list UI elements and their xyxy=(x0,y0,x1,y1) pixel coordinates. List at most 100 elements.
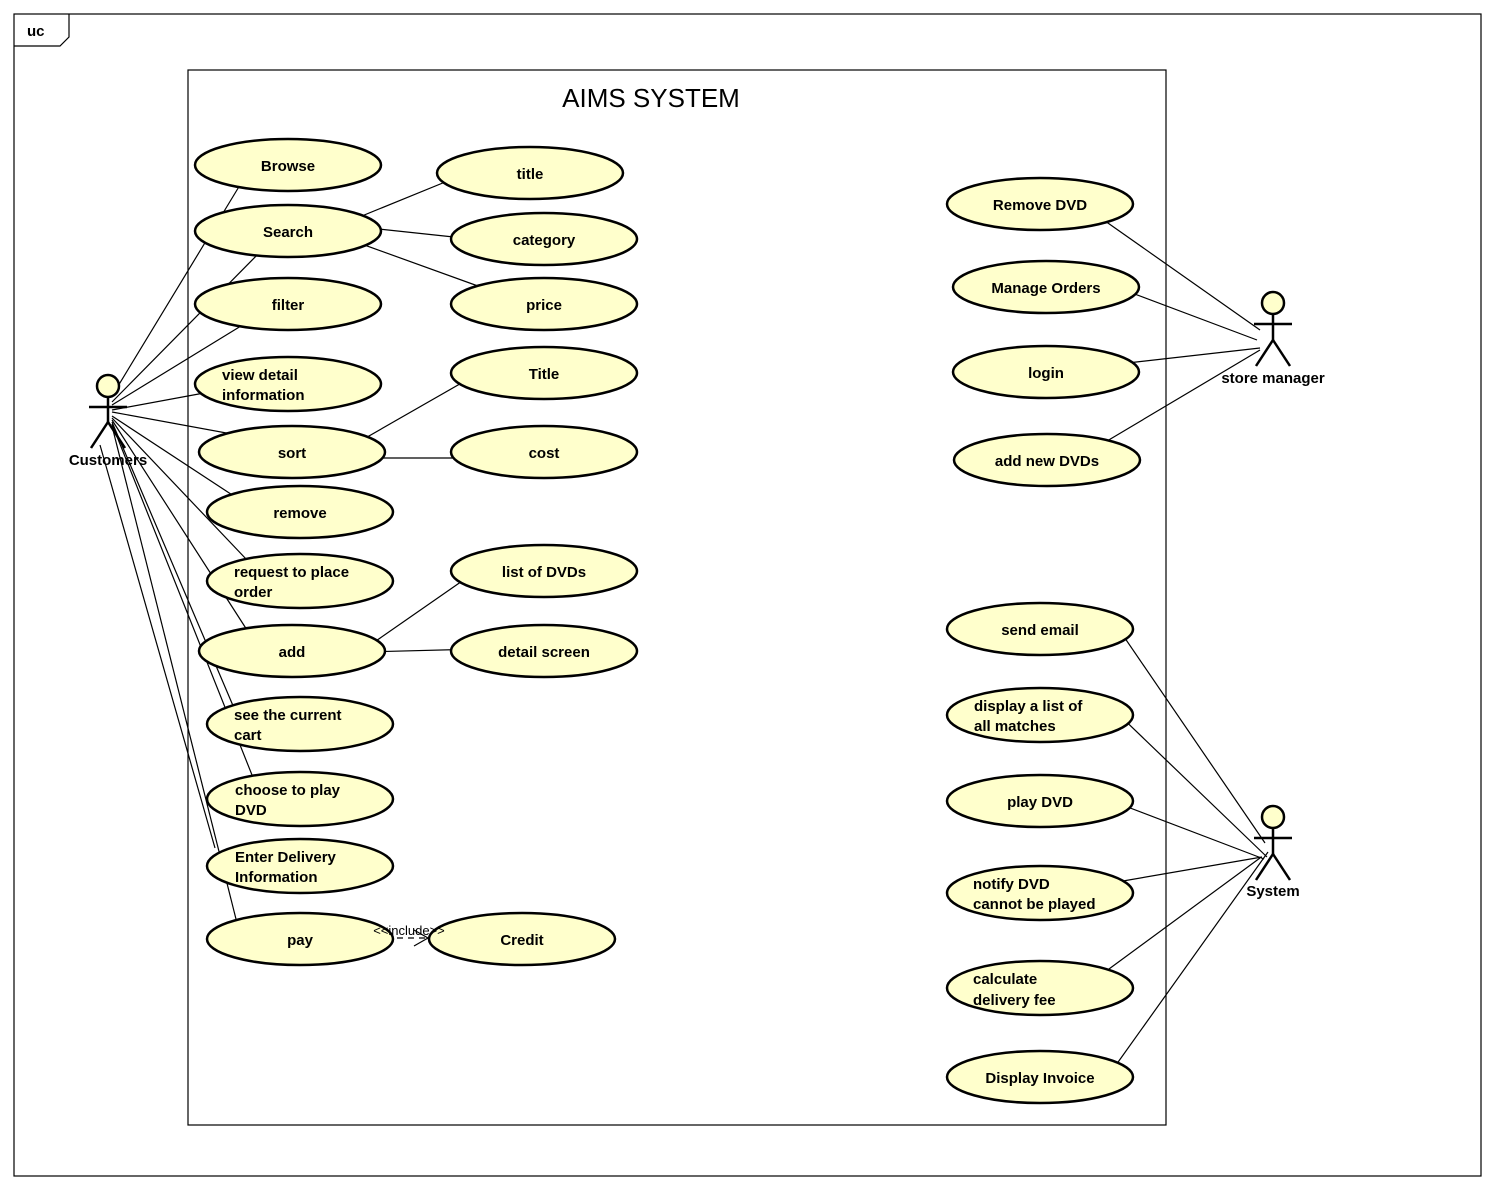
include-label: <<include>> xyxy=(373,923,445,938)
use-case-label: Remove DVD xyxy=(993,197,1087,214)
use-case-label-line1: request to place xyxy=(234,564,349,581)
use-case-label: category xyxy=(513,232,576,249)
use-case-cost[interactable]: cost xyxy=(449,424,639,480)
assoc-customers-search xyxy=(111,244,268,403)
assoc-system-invoice xyxy=(1115,851,1269,1066)
use-case-label: detail screen xyxy=(498,644,590,661)
use-case-label: list of DVDs xyxy=(502,564,586,581)
use-case-filter[interactable]: filter xyxy=(193,276,383,332)
use-case-label-line2: order xyxy=(234,584,273,601)
use-case-label-line1: calculate xyxy=(973,971,1037,988)
use-case-label-line2: DVD xyxy=(235,802,267,819)
assoc-search-title xyxy=(351,177,456,221)
actor-head-icon xyxy=(1260,290,1286,316)
use-case-label-line1: notify DVD xyxy=(973,876,1050,893)
assoc-customers-remove xyxy=(111,415,247,505)
use-case-credit[interactable]: Credit xyxy=(427,911,617,967)
use-case-label: filter xyxy=(272,297,305,314)
use-case-label-line2: Information xyxy=(235,869,318,886)
use-case-label: cost xyxy=(529,445,560,462)
use-case-sort[interactable]: sort xyxy=(197,424,387,480)
use-case-remove[interactable]: remove xyxy=(205,484,395,540)
actor-label: Customers xyxy=(69,452,147,469)
use-case-label: send email xyxy=(1001,622,1079,639)
use-case-notify-dvd[interactable]: notify DVD cannot be played xyxy=(945,864,1135,922)
use-case-label: Search xyxy=(263,224,313,241)
use-case-label: Title xyxy=(529,366,560,383)
use-case-add-new-dvds[interactable]: add new DVDs xyxy=(952,432,1142,488)
use-case-label: add new DVDs xyxy=(995,453,1099,470)
assoc-system-calc-fee xyxy=(1093,857,1261,981)
use-case-label: remove xyxy=(273,505,326,522)
use-case-label-line2: information xyxy=(222,387,305,404)
use-case-remove-dvd[interactable]: Remove DVD xyxy=(945,176,1135,232)
actor-label: store manager xyxy=(1221,370,1325,387)
use-case-pay[interactable]: pay xyxy=(205,911,395,967)
use-case-browse[interactable]: Browse xyxy=(193,137,383,193)
use-case-login[interactable]: login xyxy=(951,344,1141,400)
actor-system[interactable]: System xyxy=(1246,804,1300,900)
assoc-customers-request-order xyxy=(111,417,248,561)
use-cases: Browse Search filter view detail informa… xyxy=(193,137,1142,1105)
assoc-customers-pay xyxy=(111,425,241,936)
use-case-list-dvds[interactable]: list of DVDs xyxy=(449,543,639,599)
use-case-display-invoice[interactable]: Display Invoice xyxy=(945,1049,1135,1105)
use-case-title-upper[interactable]: Title xyxy=(449,345,639,401)
assoc-customers-filter xyxy=(111,317,255,406)
use-case-label: Credit xyxy=(500,932,543,949)
use-case-manage-orders[interactable]: Manage Orders xyxy=(951,259,1141,315)
use-case-play-dvd[interactable]: play DVD xyxy=(945,773,1135,829)
assoc-manager-remove-dvd xyxy=(1087,208,1261,331)
assoc-search-price xyxy=(344,237,490,291)
use-case-label-line1: choose to play xyxy=(235,782,341,799)
use-case-see-cart[interactable]: see the current cart xyxy=(205,695,395,753)
use-case-label: play DVD xyxy=(1007,794,1073,811)
assoc-manager-login xyxy=(1109,347,1261,366)
assoc-system-display-matches xyxy=(1111,707,1268,858)
use-case-enter-delivery[interactable]: Enter Delivery Information xyxy=(205,837,395,895)
use-case-display-matches[interactable]: display a list of all matches xyxy=(945,686,1135,744)
use-case-label-line2: delivery fee xyxy=(973,992,1056,1009)
use-case-calc-fee[interactable]: calculate delivery fee xyxy=(945,959,1135,1017)
assoc-customers-enter-delivery xyxy=(99,444,216,849)
use-case-add[interactable]: add xyxy=(197,623,387,679)
use-case-search[interactable]: Search xyxy=(193,203,383,259)
use-case-label-line2: cart xyxy=(234,727,262,744)
assoc-system-send-email xyxy=(1117,627,1266,844)
use-case-label: title xyxy=(517,166,544,183)
use-case-request-order[interactable]: request to place order xyxy=(205,552,395,610)
actor-head-icon xyxy=(1260,804,1286,830)
assoc-manager-add-dvds xyxy=(1101,349,1261,445)
use-case-label-line1: view detail xyxy=(222,367,298,384)
diagram-frame xyxy=(13,13,1482,1177)
use-case-label-line2: all matches xyxy=(974,718,1056,735)
use-case-label: sort xyxy=(278,445,306,462)
use-case-price[interactable]: price xyxy=(449,276,639,332)
system-boundary xyxy=(187,69,1167,1126)
use-case-label: Browse xyxy=(261,158,315,175)
actor-store-manager[interactable]: store manager xyxy=(1221,290,1325,387)
use-case-choose-play[interactable]: choose to play DVD xyxy=(205,770,395,828)
system-title: AIMS SYSTEM xyxy=(562,83,740,113)
use-case-send-email[interactable]: send email xyxy=(945,601,1135,657)
use-case-label-line1: see the current xyxy=(234,707,342,724)
actor-head-icon xyxy=(95,373,121,399)
actor-label: System xyxy=(1246,883,1299,900)
actor-customers[interactable]: Customers xyxy=(69,373,147,469)
frame-tag-box xyxy=(14,14,70,47)
use-case-label: Manage Orders xyxy=(991,280,1100,297)
use-case-label-line1: display a list of xyxy=(974,698,1083,715)
use-case-view-detail[interactable]: view detail information xyxy=(193,355,383,413)
use-case-label-line1: Enter Delivery xyxy=(235,849,337,866)
use-case-label-line2: cannot be played xyxy=(973,896,1096,913)
use-case-label: price xyxy=(526,297,562,314)
use-case-label: Display Invoice xyxy=(985,1070,1094,1087)
use-case-title-lower[interactable]: title xyxy=(435,145,625,201)
frame-tag: uc xyxy=(27,23,45,40)
use-case-detail-screen[interactable]: detail screen xyxy=(449,623,639,679)
use-case-label: pay xyxy=(287,932,314,949)
use-case-category[interactable]: category xyxy=(449,211,639,267)
use-case-label: add xyxy=(279,644,306,661)
use-case-label: login xyxy=(1028,365,1064,382)
